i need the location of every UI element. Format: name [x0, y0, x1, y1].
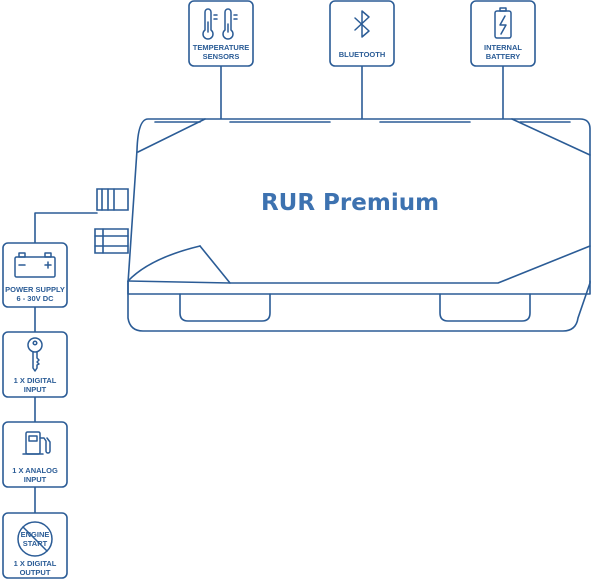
digital-output-label-2: OUTPUT: [20, 568, 51, 577]
module-internal-battery: INTERNAL BATTERY: [470, 0, 536, 67]
module-digital-output: ENGINE START 1 X DIGITAL OUTPUT: [2, 512, 68, 579]
module-digital-input: 1 X DIGITAL INPUT: [2, 331, 68, 398]
module-bluetooth: BLUETOOTH: [329, 0, 395, 67]
digital-input-label-2: INPUT: [24, 385, 47, 394]
engine-start-block-icon: ENGINE START: [17, 521, 53, 557]
key-icon: [27, 337, 43, 372]
thermometer-icon: [202, 8, 238, 40]
bluetooth-label: BLUETOOTH: [339, 50, 386, 59]
power-label-2: 6 - 30V DC: [16, 294, 54, 303]
connection-lines: [34, 65, 504, 514]
analog-input-label-1: 1 X ANALOG: [12, 466, 58, 475]
fuel-pump-icon: [22, 431, 51, 455]
temperature-label-2: SENSORS: [203, 52, 240, 61]
device-body: [94, 118, 591, 332]
digital-input-label-1: 1 X DIGITAL: [14, 376, 57, 385]
engine-start-text-2: START: [23, 539, 48, 548]
power-label-1: POWER SUPPLY: [5, 285, 65, 294]
car-battery-icon: [14, 252, 56, 278]
module-analog-input: 1 X ANALOG INPUT: [2, 421, 68, 488]
battery-label-2: BATTERY: [486, 52, 521, 61]
device-title: RUR Premium: [261, 190, 439, 216]
temperature-label-1: TEMPERATURE: [193, 43, 250, 52]
analog-input-label-2: INPUT: [24, 475, 47, 484]
module-power-supply: POWER SUPPLY 6 - 30V DC: [2, 242, 68, 308]
battery-label-1: INTERNAL: [484, 43, 522, 52]
bluetooth-icon: [354, 10, 370, 38]
digital-output-label-1: 1 X DIGITAL: [14, 559, 57, 568]
module-temperature-sensors: TEMPERATURE SENSORS: [188, 0, 254, 67]
battery-icon: [494, 7, 512, 39]
engine-start-text-1: ENGINE: [21, 530, 50, 539]
